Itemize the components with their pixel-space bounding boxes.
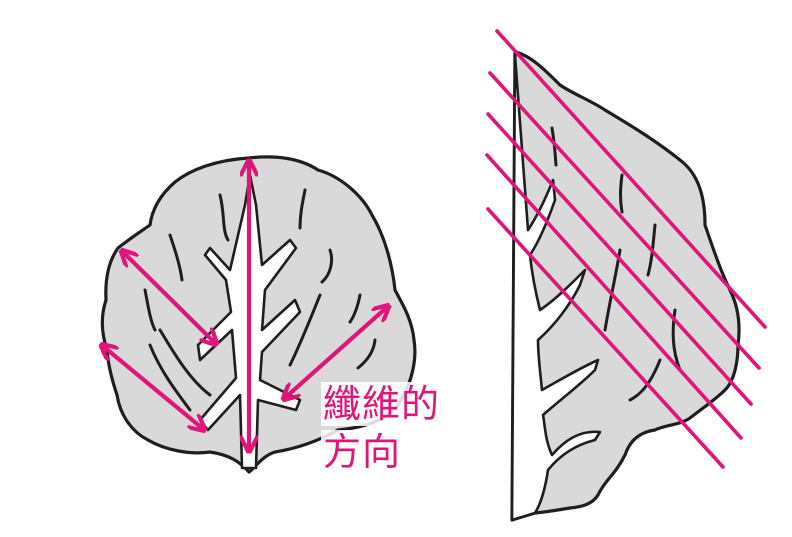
cut-line-3 <box>486 112 753 406</box>
fiber-direction-label-line1: 纖維的 <box>321 382 443 426</box>
cut-line-5 <box>486 207 725 469</box>
arrow-lower-left-diagonal <box>104 347 202 428</box>
arrow-upper-left-diagonal <box>124 253 214 342</box>
half-leaf-outline <box>510 50 741 522</box>
fiber-direction-label-line2: 方向 <box>321 430 404 474</box>
arrow-right-diagonal <box>286 308 386 397</box>
half-leaf-drawing <box>510 50 741 522</box>
cut-line-1 <box>495 29 767 329</box>
fiber-direction-arrows <box>104 164 386 448</box>
cut-lines <box>485 29 767 469</box>
cut-line-2 <box>488 71 761 370</box>
half-leaf-rib <box>510 53 602 522</box>
cut-line-4 <box>485 153 743 440</box>
